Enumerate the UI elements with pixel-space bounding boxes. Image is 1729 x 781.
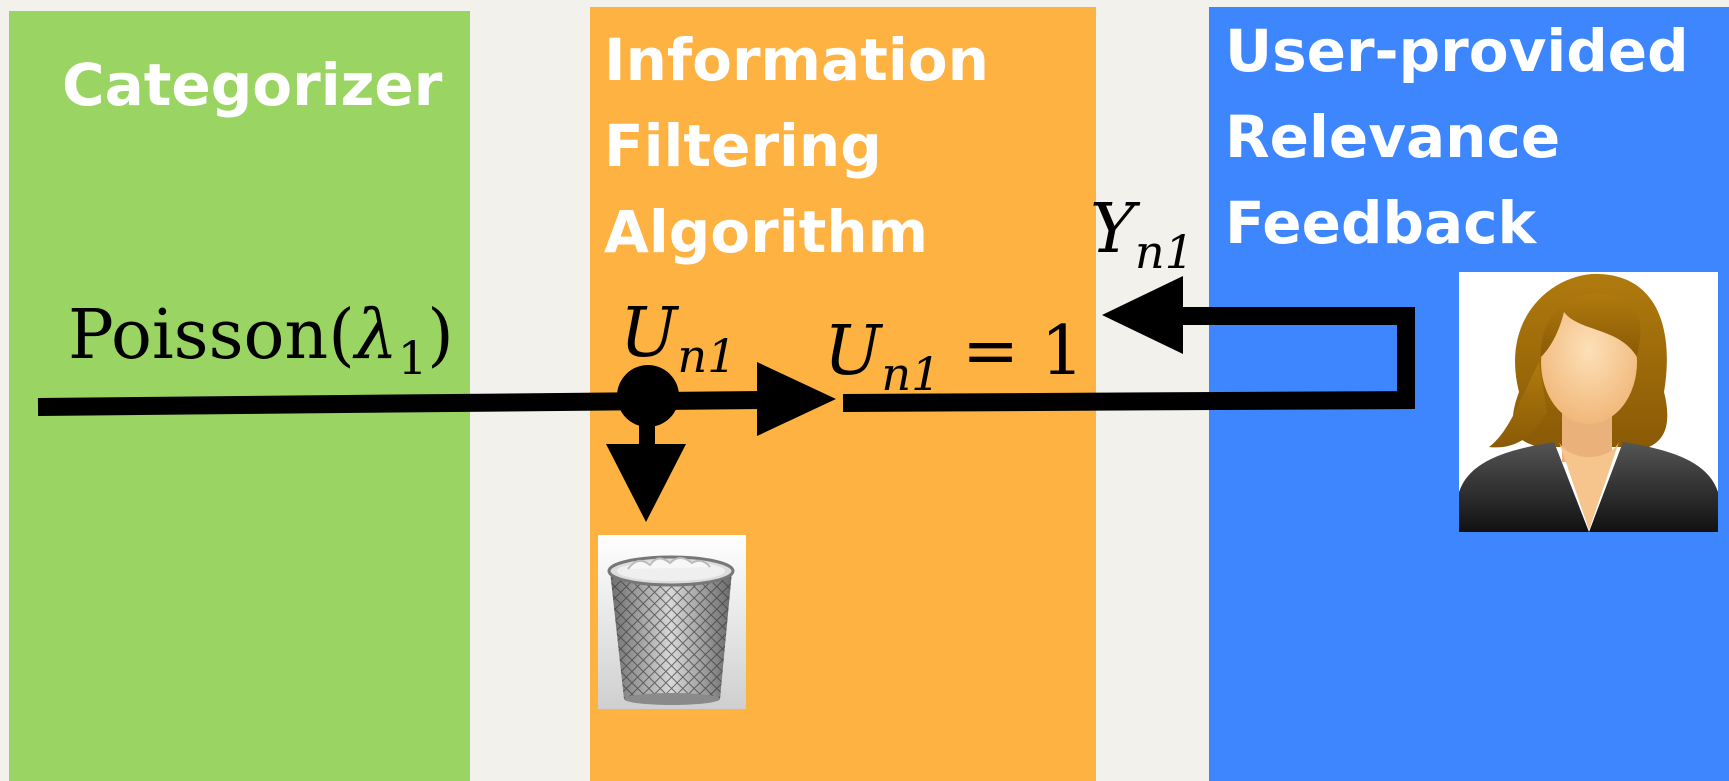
title-line: Feedback [1225, 189, 1537, 257]
poisson-label: Poisson(λ1) [68, 302, 454, 382]
u-n1-equals-one-label: Un1 = 1 [824, 318, 1084, 398]
title-line: Relevance [1225, 103, 1561, 171]
y-symbol: Y [1090, 190, 1135, 269]
u-subscript: n1 [677, 329, 737, 384]
lambda-symbol: λ [354, 296, 398, 375]
feedback-arrowhead [1102, 276, 1183, 354]
title-line: Algorithm [604, 198, 929, 266]
title-line: Information [604, 26, 989, 94]
y-n1-label: Yn1 [1090, 196, 1194, 276]
feedback-title: User-provided Relevance Feedback [1225, 8, 1689, 266]
poisson-close: ) [427, 296, 454, 375]
equals-one: = 1 [940, 312, 1084, 391]
filtering-title: Information Filtering Algorithm [604, 17, 989, 275]
u-symbol: U [620, 294, 678, 373]
title-line: Categorizer [62, 51, 443, 119]
user-avatar-icon [1459, 272, 1718, 532]
delivery-flow-line [842, 391, 1415, 412]
categorizer-title: Categorizer [62, 42, 442, 128]
poisson-func: Poisson( [68, 296, 355, 375]
lambda-subscript: 1 [397, 331, 428, 386]
u-subscript: n1 [881, 347, 941, 402]
u-n1-label: Un1 [620, 300, 737, 380]
title-line: User-provided [1225, 17, 1689, 85]
trash-can-icon [598, 535, 746, 709]
title-line: Filtering [604, 112, 882, 180]
discard-arrowhead [606, 444, 686, 522]
pass-arrowhead [757, 362, 836, 436]
decision-node [617, 365, 679, 427]
u-symbol: U [824, 312, 882, 391]
y-subscript: n1 [1134, 225, 1195, 280]
